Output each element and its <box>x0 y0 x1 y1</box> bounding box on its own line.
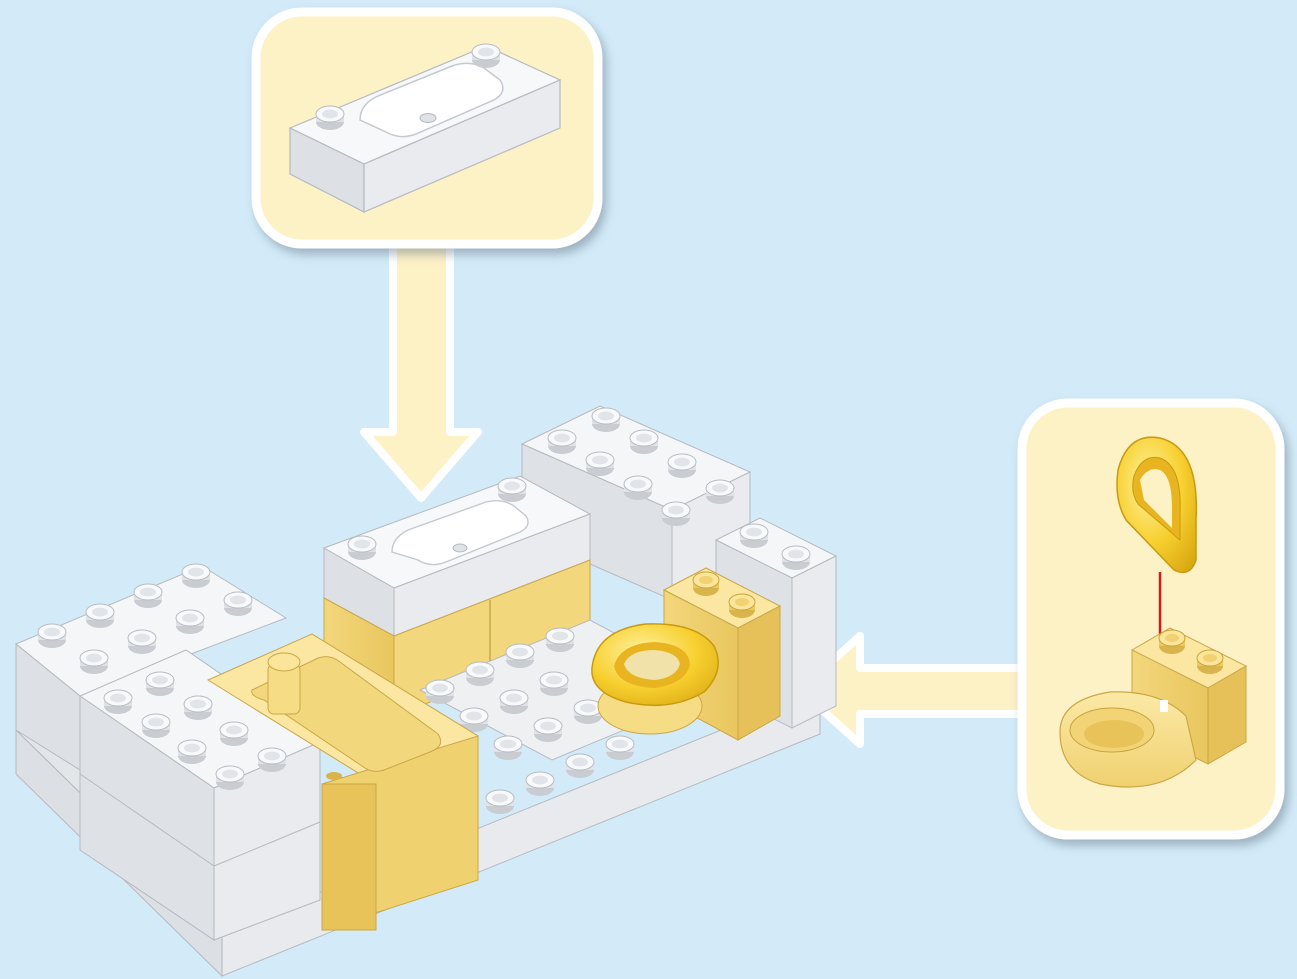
toilet-callout <box>800 403 1280 835</box>
down-arrow-icon <box>364 238 478 498</box>
toilet-model <box>592 568 780 740</box>
front-floor-studs <box>486 790 514 814</box>
sink-plate-callout <box>256 12 598 498</box>
left-wall-blocks <box>16 564 320 940</box>
